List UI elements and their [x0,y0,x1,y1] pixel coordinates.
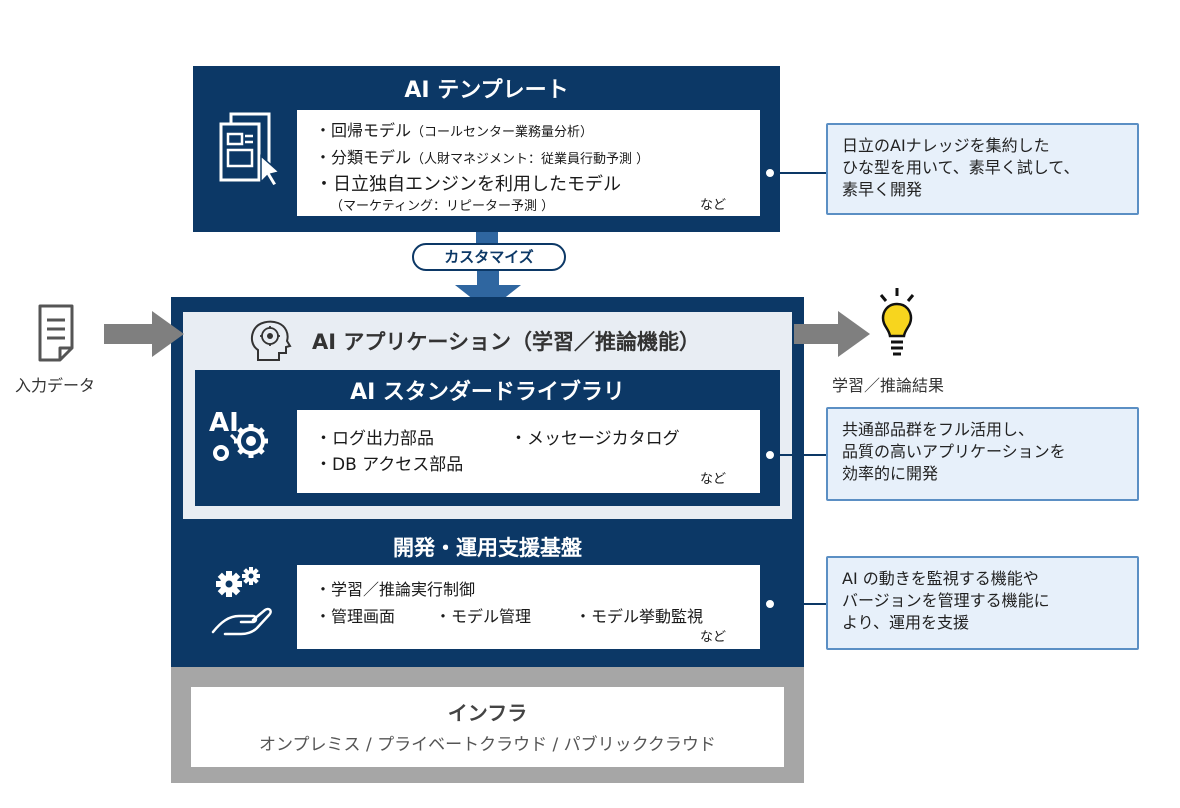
input-arrow [104,311,184,357]
library-etc: など [700,472,727,487]
note-1-line-1: 日立のAIナレッジを集約した [842,136,1050,155]
note-3-connector [770,603,826,605]
template-etc: など [700,198,727,213]
platform-item-2: ・管理画面 [315,607,396,626]
note-2-line-1: 共通部品群をフル活用し、 [842,420,1035,439]
ai-template-title: AI テンプレート [404,78,569,103]
note-1-line-3: 素早く開発 [842,180,923,199]
template-item-1-sub: （コールセンター業務量分析） [411,125,594,140]
note-2-line-3: 効率的に開発 [842,464,939,483]
template-document-icon [213,110,283,190]
library-parts-list [297,410,760,493]
template-item-1: ・回帰モデル（コールセンター業務量分析） [315,117,593,141]
ai-library-title: AI スタンダードライブラリ [350,380,625,405]
platform-etc: など [700,630,727,645]
ai-gear-icon: AI [207,405,273,465]
template-item-2-main: ・分類モデル [315,148,412,167]
template-item-3-sub: （マーケティング：リピーター予測 ） [330,199,555,214]
template-item-1-main: ・回帰モデル [315,121,412,140]
note-1-connector-dot [764,167,776,179]
platform-functions-list [297,565,760,649]
lightbulb-icon [875,286,919,360]
customize-label: カスタマイズ [412,243,566,271]
output-arrow [794,311,870,357]
note-box-template: 日立のAIナレッジを集約した ひな型を用いて、素早く試して、 素早く開発 [826,123,1139,215]
library-item-3: ・DB アクセス部品 [315,455,464,475]
note-3-connector-dot [764,598,776,610]
template-item-2-sub: （人財マネジメント：従業員行動予測 ） [411,152,650,167]
template-item-2: ・分類モデル（人財マネジメント：従業員行動予測 ） [315,144,649,168]
note-2-line-2: 品質の高いアプリケーションを [842,442,1066,461]
template-models-list [297,110,760,216]
note-box-library: 共通部品群をフル活用し、 品質の高いアプリケーションを 効率的に開発 [826,407,1139,501]
svg-text:AI: AI [209,408,239,438]
note-3-line-3: より、運用を支援 [842,613,970,632]
output-result-label: 学習／推論結果 [832,376,945,395]
library-item-2: ・メッセージカタログ [510,429,680,449]
ai-head-icon [248,318,294,364]
note-1-connector [770,172,826,174]
input-data-label: 入力データ [15,376,96,395]
note-box-platform: AI の動きを監視する機能や バージョンを管理する機能に より、運用を支援 [826,556,1139,650]
infra-panel [191,687,784,767]
customize-text: カスタマイズ [444,248,534,266]
platform-title: 開発・運用支援基盤 [393,536,582,560]
infra-subtitle: オンプレミス / プライベートクラウド / パブリッククラウド [259,735,716,755]
note-3-line-1: AI の動きを監視する機能や [842,569,1039,588]
infra-title: インフラ [447,701,528,725]
platform-item-1: ・学習／推論実行制御 [315,580,476,599]
platform-item-3: ・モデル管理 [435,607,532,626]
note-3-line-2: バージョンを管理する機能に [842,591,1050,610]
input-document-icon [36,302,76,364]
library-item-1: ・ログ出力部品 [315,429,434,449]
gears-hand-icon [207,562,273,638]
platform-item-4: ・モデル挙動監視 [575,607,704,626]
note-1-line-2: ひな型を用いて、素早く試して、 [842,158,1080,177]
template-item-3: ・日立独自エンジンを利用したモデル [315,174,621,195]
note-2-connector [770,454,826,456]
note-2-connector-dot [764,449,776,461]
ai-application-title: AI アプリケーション（学習／推論機能） [312,330,700,354]
